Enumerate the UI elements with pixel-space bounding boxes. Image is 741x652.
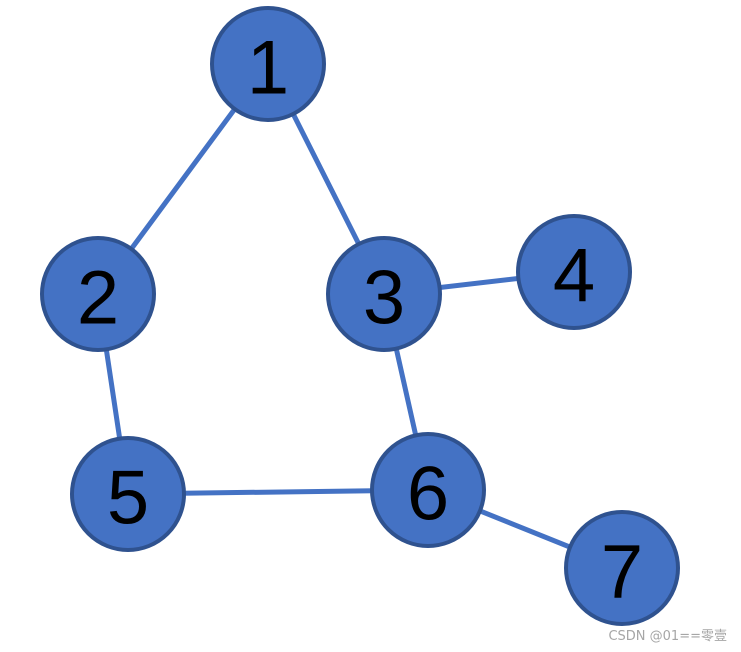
nodes-layer: 1 2 3 4 5 6 7 xyxy=(40,6,680,626)
watermark: CSDN @01==零壹 xyxy=(608,629,727,644)
node-7: 7 xyxy=(564,510,680,626)
node-label: 3 xyxy=(363,256,405,341)
node-circle xyxy=(70,436,186,552)
node-label: 4 xyxy=(553,234,595,319)
node-label: 6 xyxy=(407,452,449,537)
node-label: 7 xyxy=(601,530,643,615)
node-circle xyxy=(564,510,680,626)
node-5: 5 xyxy=(70,436,186,552)
node-circle xyxy=(40,236,156,352)
node-1: 1 xyxy=(210,6,326,122)
node-circle xyxy=(326,236,442,352)
node-label: 2 xyxy=(77,256,119,341)
node-circle xyxy=(370,432,486,548)
node-6: 6 xyxy=(370,432,486,548)
node-circle xyxy=(210,6,326,122)
node-3: 3 xyxy=(326,236,442,352)
node-circle xyxy=(516,214,632,330)
node-4: 4 xyxy=(516,214,632,330)
node-2: 2 xyxy=(40,236,156,352)
node-label: 1 xyxy=(247,26,289,111)
node-label: 5 xyxy=(107,456,149,541)
